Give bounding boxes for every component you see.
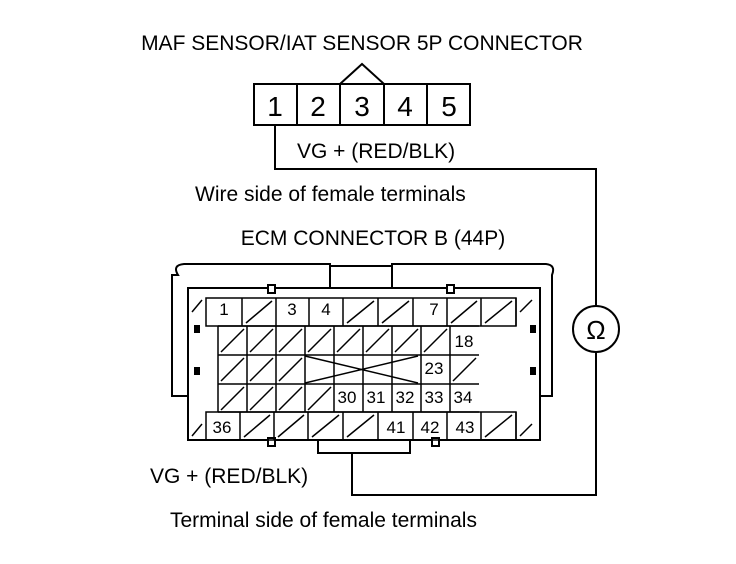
ecm-cell-empty-slash <box>336 328 361 353</box>
ecm-pin-34: 34 <box>454 388 473 407</box>
ecm-cell-empty-slash <box>220 357 245 382</box>
ecm-connector-body <box>187 287 541 441</box>
connector-5p-wire-label: VG + (RED/BLK) <box>297 140 455 163</box>
ecm-pin-36: 36 <box>213 418 232 437</box>
ecm-wire-label: VG + (RED/BLK) <box>150 465 308 488</box>
ecm-gutter-slash <box>519 423 533 437</box>
ecm-cell-empty-slash <box>277 414 305 438</box>
latch-left-1 <box>194 367 200 375</box>
ecm-connector-top-key <box>329 265 393 291</box>
ohmmeter-icon: Ω <box>572 305 620 353</box>
ecm-cell-empty-slash <box>249 328 274 353</box>
ecm-cell-empty-slash <box>278 357 303 382</box>
connector-5p: 1 2 3 4 5 <box>253 62 471 126</box>
ecm-cell-empty-slash <box>220 328 245 353</box>
ecm-cell-empty-slash <box>484 414 513 438</box>
ecm-view-caption: Terminal side of female terminals <box>170 509 477 532</box>
connector-5p-pin-1: 1 <box>267 91 283 122</box>
ecm-pin-32: 32 <box>396 388 415 407</box>
ecm-cell-empty-slash <box>452 357 477 382</box>
ecm-cell-empty-slash <box>423 328 448 353</box>
ecm-pin-23: 23 <box>425 359 444 378</box>
ecm-cell-empty-slash <box>450 300 478 324</box>
ecm-cell-empty-slash <box>311 414 340 438</box>
ecm-gutter-slash <box>191 423 203 437</box>
connector-5p-pin-4: 4 <box>397 91 413 122</box>
ecm-cell-empty-slash <box>278 328 303 353</box>
connector-5p-pin-5: 5 <box>441 91 457 122</box>
ecm-connector-shell <box>171 263 555 397</box>
ecm-cell-empty-slash <box>484 300 513 324</box>
ecm-pin-42: 42 <box>421 418 440 437</box>
ecm-cell-empty-slash <box>249 357 274 382</box>
ecm-cell-empty-slash <box>346 300 375 324</box>
latch-right-2 <box>530 367 536 375</box>
ecm-cell-empty-slash <box>220 386 245 411</box>
ecm-pin-18: 18 <box>455 332 474 351</box>
ecm-cell-empty-slash <box>245 300 273 324</box>
ecm-cell-empty-slash <box>243 414 271 438</box>
latch-left-2 <box>194 325 200 333</box>
probe-wire-5p <box>274 125 597 306</box>
ecm-cell-empty-slash <box>381 300 410 324</box>
ecm-gutter-slash <box>519 299 533 313</box>
ecm-gutter-slash <box>191 299 203 313</box>
ecm-cell-empty-slash <box>365 328 390 353</box>
connector-5p-view-caption: Wire side of female terminals <box>195 183 466 206</box>
connector-5p-pin-2: 2 <box>310 91 326 122</box>
ecm-pin-31: 31 <box>367 388 386 407</box>
ecm-pin-41: 41 <box>387 418 406 437</box>
ecm-connector-title: ECM CONNECTOR B (44P) <box>241 227 505 250</box>
connector-5p-body <box>253 83 471 126</box>
ecm-connector: 1 3 4 7 18 23 30 31 32 33 34 36 41 42 43 <box>171 263 555 454</box>
ecm-cell-empty-slash <box>307 386 332 411</box>
ecm-cell-empty-slash <box>307 328 332 353</box>
ohm-symbol: Ω <box>586 315 605 345</box>
probe-wire-ecm <box>351 352 597 496</box>
ecm-pin-grid <box>191 297 533 441</box>
ecm-cell-empty-slash <box>278 386 303 411</box>
connector-5p-title: MAF SENSOR/IAT SENSOR 5P CONNECTOR <box>141 32 583 55</box>
ecm-connector-bottom-key <box>317 439 411 454</box>
ecm-pin-3: 3 <box>287 300 296 319</box>
ecm-blocked-cross <box>304 355 419 384</box>
ecm-cell-empty-slash <box>346 414 375 438</box>
ecm-pin-30: 30 <box>338 388 357 407</box>
connector-5p-pin-3: 3 <box>354 91 370 122</box>
ecm-pin-7: 7 <box>429 300 438 319</box>
ecm-pin-33: 33 <box>425 388 444 407</box>
connector-5p-lock-tab <box>339 62 385 85</box>
ecm-pin-1: 1 <box>219 300 228 319</box>
ecm-cell-empty-slash <box>394 328 419 353</box>
ecm-pin-4: 4 <box>321 300 330 319</box>
ecm-pin-43: 43 <box>456 418 475 437</box>
ecm-cell-empty-slash <box>249 386 274 411</box>
latch-right-1 <box>530 325 536 333</box>
